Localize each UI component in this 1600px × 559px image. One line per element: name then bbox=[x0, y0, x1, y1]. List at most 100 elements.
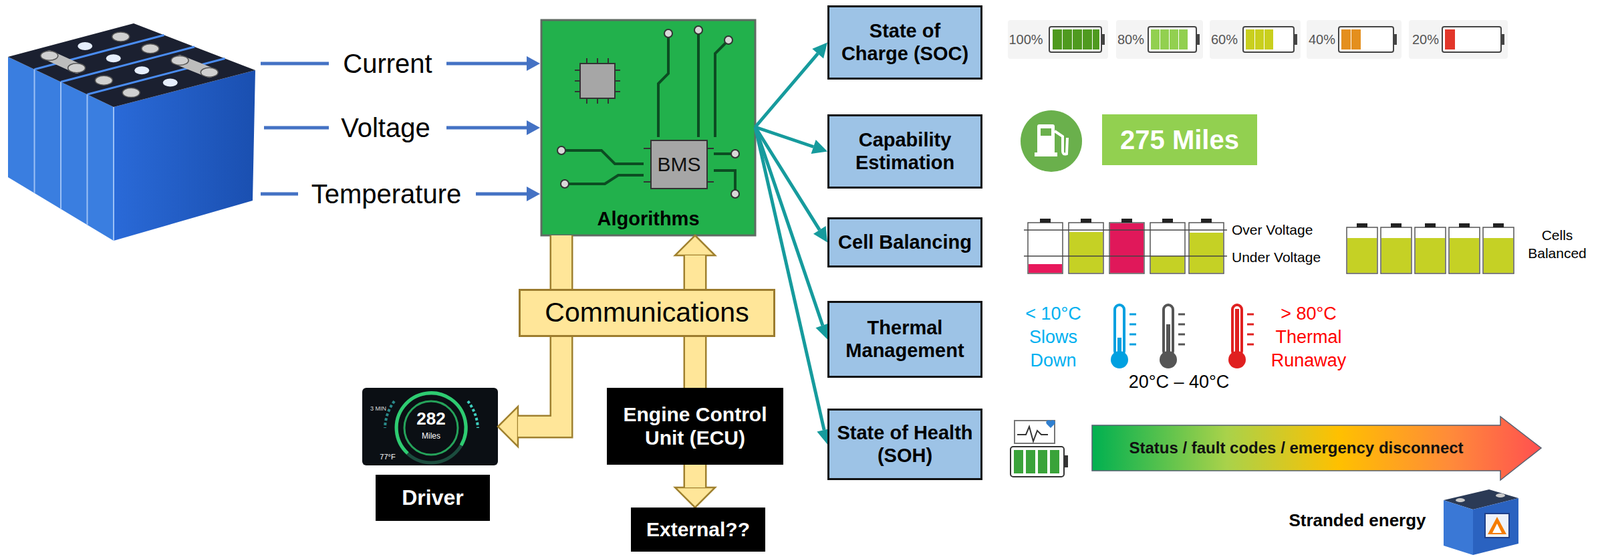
health-icon-part bbox=[1045, 419, 1055, 428]
circuit-board-part-part bbox=[713, 170, 736, 194]
soc-batteries-part-part bbox=[1116, 20, 1204, 59]
signal-wires-part bbox=[475, 192, 530, 196]
fuel-pump-icon-part bbox=[1054, 130, 1068, 155]
percent-label: 100% bbox=[1008, 32, 1043, 48]
hot-thermometer-part bbox=[1247, 314, 1254, 345]
fuel-pump-icon bbox=[1020, 110, 1083, 172]
node-text: Miles bbox=[421, 431, 441, 442]
communications-box: Communications bbox=[518, 288, 776, 337]
cell-balancing-cells-part bbox=[1023, 229, 1228, 256]
soc-batteries-part-part bbox=[1245, 29, 1255, 50]
battery-pack-part-part bbox=[68, 63, 86, 73]
voltage-label: Over Voltage bbox=[1231, 221, 1313, 238]
cell-balancing-cells-part bbox=[1189, 232, 1224, 273]
battery-pack-part bbox=[49, 55, 210, 73]
ecu-box: Engine Control Unit (ECU) bbox=[606, 387, 784, 465]
battery-pack-part-part bbox=[94, 75, 113, 85]
fuel-pump-icon-part bbox=[1034, 152, 1058, 157]
function-arrow bbox=[755, 42, 828, 128]
arrowhead bbox=[813, 225, 828, 243]
circuit-board-part bbox=[574, 58, 714, 182]
soc-batteries-part-part bbox=[1196, 34, 1200, 45]
cell-balancing-cells bbox=[1023, 218, 1514, 274]
connector-line bbox=[517, 336, 562, 427]
function-box: Cell Balancing bbox=[827, 217, 983, 268]
bms-circuit-board: AlgorithmsBMS bbox=[541, 20, 756, 236]
soc-batteries-part bbox=[1341, 29, 1361, 50]
health-icon-part bbox=[1013, 449, 1060, 474]
soc-batteries-part-part bbox=[1338, 26, 1394, 53]
stranded-battery-icon-part bbox=[1487, 516, 1507, 535]
normal-thermometer-part-part bbox=[1178, 323, 1185, 326]
battery-pack-part-part bbox=[112, 32, 130, 42]
health-icon-part bbox=[1017, 426, 1048, 442]
circuit-board-part-part bbox=[586, 58, 588, 64]
circuit-board-part-part bbox=[574, 90, 581, 93]
battery-pack-part-part bbox=[60, 82, 62, 210]
thermometers bbox=[1110, 304, 1254, 369]
hot-thermometer-part-part bbox=[1247, 333, 1254, 336]
cell-balancing-cells-part-part bbox=[1493, 223, 1504, 228]
cell-balancing-cells-part-part bbox=[1347, 237, 1377, 273]
circuit-board-part-part bbox=[557, 146, 566, 155]
connector-line bbox=[550, 235, 574, 289]
communication-arrow bbox=[675, 464, 716, 508]
battery-pack-part-part bbox=[34, 69, 36, 194]
hot-thermometer-part bbox=[1228, 350, 1246, 369]
stranded-battery-icon-part bbox=[1492, 523, 1502, 533]
soc-batteries-part-part bbox=[1148, 26, 1197, 53]
circuit-board-part-part bbox=[658, 33, 669, 138]
status-arrow bbox=[1092, 416, 1542, 480]
soc-batteries-part-part bbox=[1293, 34, 1298, 45]
status-arrow-part bbox=[1092, 416, 1542, 480]
soc-batteries-part-part bbox=[1393, 34, 1397, 45]
soc-batteries-part bbox=[1150, 29, 1188, 50]
circuit-board-part bbox=[541, 20, 756, 236]
signal-wires bbox=[260, 63, 530, 194]
cell-balancing-cells-part-part bbox=[1023, 255, 1228, 257]
cell-balancing-cells-part-part bbox=[1449, 237, 1480, 273]
soc-batteries-part-part bbox=[1049, 26, 1102, 53]
signal-label: Temperature bbox=[311, 178, 462, 210]
node-text: Driver bbox=[380, 485, 485, 510]
dashboard-screen bbox=[362, 387, 498, 466]
cell-balancing-cells-part bbox=[1028, 263, 1062, 273]
fuel-pump-icon-part bbox=[1040, 128, 1052, 136]
circuit-board-part-part bbox=[697, 30, 700, 138]
health-icon-part bbox=[1014, 420, 1055, 444]
connector-line bbox=[755, 53, 819, 127]
battery-pack-part-part bbox=[60, 46, 195, 83]
signal-arrowheads-part bbox=[526, 56, 541, 71]
battery-pack-part-part bbox=[141, 44, 160, 54]
cell-balancing-cells-part bbox=[1150, 255, 1185, 273]
soc-batteries-part bbox=[1007, 20, 1508, 59]
cell-balancing-cells-part-part bbox=[1483, 237, 1514, 273]
stranded-battery-icon bbox=[1443, 489, 1519, 555]
function-box: Capability Estimation bbox=[827, 114, 983, 189]
circuit-board-part-part bbox=[643, 181, 651, 183]
battery-pack-part-part bbox=[34, 35, 165, 70]
soc-batteries-part-part bbox=[1255, 29, 1264, 50]
soc-batteries-part-part bbox=[1092, 29, 1100, 50]
signal-arrowheads bbox=[526, 56, 541, 202]
cell-balancing-cells-part-part bbox=[1201, 218, 1212, 223]
soc-batteries-part-part bbox=[1150, 29, 1160, 50]
percent-label: 20% bbox=[1412, 32, 1439, 48]
dashboard-screen-part bbox=[362, 387, 498, 466]
circuit-board-part-part bbox=[574, 69, 581, 71]
soc-batteries-part-part bbox=[1062, 29, 1073, 50]
node-text: Capability Estimation bbox=[835, 128, 975, 174]
cell-balancing-cells-part-part bbox=[1415, 237, 1445, 273]
connector-line bbox=[517, 336, 562, 427]
percent-label: 40% bbox=[1308, 32, 1336, 48]
function-box: State of Charge (SOC) bbox=[827, 5, 983, 80]
cell-balancing-cells-part-part bbox=[1448, 227, 1480, 274]
health-icon-part-part bbox=[1013, 449, 1024, 474]
fuel-pump-icon-part bbox=[1037, 124, 1055, 154]
circuit-board-part-part bbox=[561, 150, 644, 164]
battery-pack-part-part bbox=[106, 54, 121, 63]
soc-batteries-part-part bbox=[1442, 26, 1502, 53]
function-box: Thermal Management bbox=[827, 300, 983, 378]
